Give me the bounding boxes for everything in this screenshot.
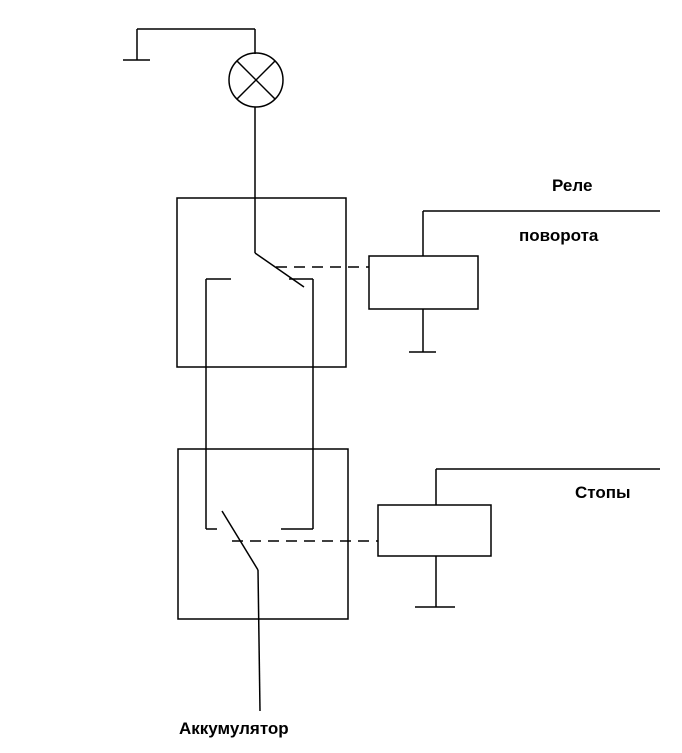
turn-relay-label-line1: Реле [552, 176, 593, 195]
lamp-ground-symbol [123, 28, 256, 61]
turn-relay-ground-symbol [409, 309, 436, 353]
battery-label: Аккумулятор [179, 719, 289, 738]
lamp-symbol [228, 52, 284, 108]
stop-relay-ground-symbol [415, 556, 455, 608]
turn-relay-contact-box [176, 197, 347, 368]
turn-relay-switch-blade [254, 252, 305, 288]
turn-relay-right-contact [281, 278, 314, 530]
battery-wire [257, 569, 261, 712]
turn-relay-coil [368, 255, 479, 310]
stop-relay-contact-box [177, 448, 349, 620]
turn-relay-left-contact [205, 278, 231, 529]
stop-relay-coil [377, 504, 492, 557]
turn-relay-supply-wire [422, 210, 660, 256]
stop-relay-supply-wire [435, 468, 660, 505]
turn-relay-label-line2: поворота [519, 226, 599, 245]
stop-relay-label: Стопы [575, 483, 631, 502]
